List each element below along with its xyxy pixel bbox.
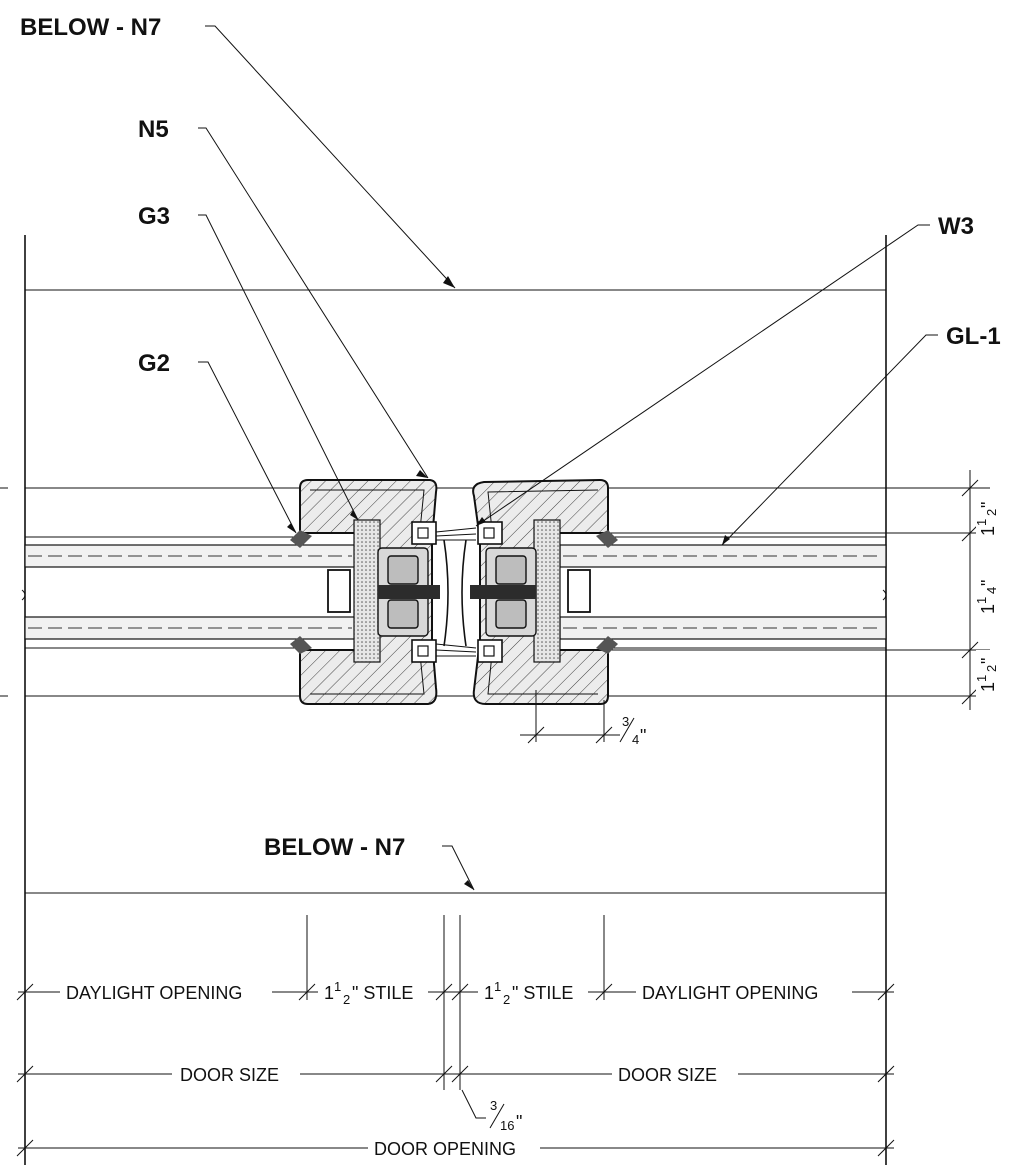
svg-text:2: 2: [503, 992, 510, 1007]
horizontal-dimension-strings: DAYLIGHT OPENING 1 1 2 " STILE 1 1 2 " S…: [16, 915, 895, 1159]
svg-text:1: 1: [978, 682, 998, 692]
dim-daylight-opening-right: DAYLIGHT OPENING: [642, 983, 818, 1003]
svg-text:2: 2: [984, 509, 999, 516]
svg-text:1: 1: [974, 675, 989, 682]
glass-units: [21, 536, 887, 649]
right-setting-block: [533, 519, 561, 663]
callout-w3: W3: [938, 213, 974, 240]
svg-text:": ": [978, 580, 998, 586]
svg-text:" STILE: " STILE: [512, 983, 573, 1003]
svg-text:16: 16: [500, 1118, 514, 1133]
dim-daylight-opening-left: DAYLIGHT OPENING: [66, 983, 242, 1003]
leader-lines: [198, 25, 938, 891]
right-spacer: [567, 569, 591, 613]
svg-text:1: 1: [324, 983, 334, 1003]
dim-door-opening: DOOR OPENING: [374, 1139, 516, 1159]
right-stile-extrusion: [470, 478, 618, 705]
svg-text:": ": [978, 502, 998, 508]
dim-upper-half-inch: 1 1 2 ": [974, 494, 999, 546]
svg-text:": ": [516, 1112, 522, 1132]
dim-lower-half-inch: 1 1 2 ": [974, 650, 999, 702]
callout-g3: G3: [138, 203, 170, 230]
svg-text:2: 2: [984, 665, 999, 672]
dim-door-size-left: DOOR SIZE: [180, 1065, 279, 1085]
dim-three-quarter-inch: 3 4 ": [520, 690, 646, 747]
svg-text:1: 1: [974, 597, 989, 604]
svg-text:3: 3: [622, 714, 629, 729]
svg-text:1: 1: [484, 983, 494, 1003]
callout-gl1: GL-1: [946, 323, 1001, 350]
weatherstrip-pile: [435, 527, 477, 657]
svg-text:1: 1: [334, 979, 341, 994]
svg-text:2: 2: [343, 992, 350, 1007]
dim-middle-quarter-inch: 1 1 4 ": [974, 572, 999, 624]
svg-text:1: 1: [974, 519, 989, 526]
svg-text:1: 1: [494, 979, 501, 994]
dim-three-sixteenth-inch: 3 16 ": [489, 1098, 522, 1133]
svg-text:3: 3: [490, 1098, 497, 1113]
svg-text:" STILE: " STILE: [352, 983, 413, 1003]
callout-below-n7-top: BELOW - N7: [20, 14, 161, 41]
svg-text:4: 4: [632, 732, 639, 747]
callout-n5: N5: [138, 116, 169, 143]
left-setting-block: [353, 519, 381, 663]
dim-stile-left: 1 1 2 " STILE: [324, 979, 413, 1007]
dim-door-size-right: DOOR SIZE: [618, 1065, 717, 1085]
svg-text:1: 1: [978, 526, 998, 536]
svg-text:4: 4: [984, 587, 999, 594]
svg-text:": ": [978, 658, 998, 664]
left-spacer: [327, 569, 351, 613]
svg-text:": ": [640, 726, 646, 746]
left-stile-extrusion: [290, 479, 440, 705]
callout-labels: BELOW - N7 N5 G3 G2 W3 GL-1 BELOW - N7: [20, 14, 1001, 861]
vertical-dimension-string: 1 1 2 " 1 1 4 " 1 1 2 ": [961, 470, 999, 710]
callout-g2: G2: [138, 350, 170, 377]
svg-text:1: 1: [978, 604, 998, 614]
callout-below-n7-bottom: BELOW - N7: [264, 834, 405, 861]
dim-stile-right: 1 1 2 " STILE: [484, 979, 573, 1007]
